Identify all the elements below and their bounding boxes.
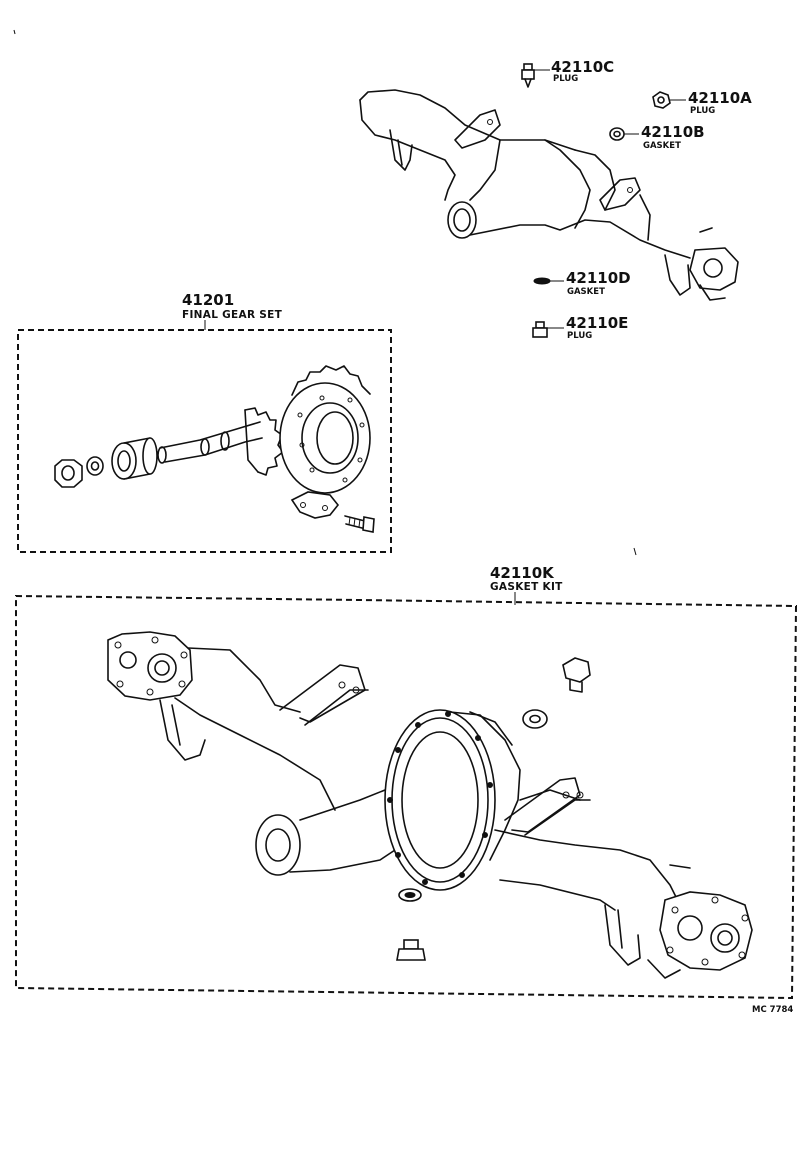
plug-42110C-illustration: [521, 63, 535, 88]
part-42110K-desc: GASKET KIT: [490, 581, 563, 593]
gasket-42110D-illustration: [533, 277, 551, 285]
part-41201-desc: FINAL GEAR SET: [182, 309, 283, 321]
gasket-kit-gasket-lower-illustration: [398, 888, 422, 902]
upper-axle-housing-illustration: [359, 89, 739, 301]
part-42110E-desc: PLUG: [567, 331, 592, 341]
part-42110C-number: 42110C: [551, 58, 614, 76]
part-42110K-number: 42110K: [490, 564, 555, 582]
part-42110D-desc: GASKET: [567, 287, 605, 297]
final-gear-set-box: [17, 329, 392, 553]
part-42110D-number: 42110D: [566, 269, 631, 287]
part-42110C-desc: PLUG: [553, 74, 578, 84]
part-41201-number: 41201: [182, 291, 234, 309]
gasket-kit-plug-upper-illustration: [562, 657, 591, 693]
part-42110A-desc: PLUG: [690, 106, 715, 116]
gasket-kit-gasket-upper-illustration: [522, 709, 548, 729]
gasket-42110B-illustration: [609, 127, 625, 141]
part-42110A-number: 42110A: [688, 89, 752, 107]
plug-42110E-illustration: [532, 321, 548, 338]
part-42110E-number: 42110E: [566, 314, 628, 332]
diagram-code: MC 7784: [752, 1005, 793, 1015]
part-42110B-number: 42110B: [641, 123, 705, 141]
part-42110B-desc: GASKET: [643, 141, 681, 151]
plug-42110A-illustration: [652, 91, 671, 109]
gasket-kit-box: [15, 594, 798, 1000]
gasket-kit-plug-lower-illustration: [396, 939, 426, 961]
lower-axle-housing-illustration: [107, 631, 753, 979]
final-gear-set-illustration: [54, 365, 375, 533]
